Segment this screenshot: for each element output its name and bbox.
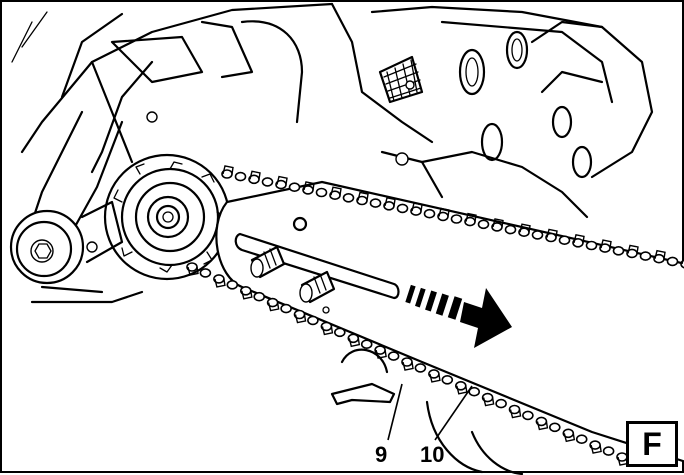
chain-cutter (600, 239, 612, 249)
bar-studs (250, 245, 336, 304)
chain-cutter (411, 202, 423, 212)
chain-cutter (519, 223, 531, 233)
chain-link (199, 268, 212, 278)
direction-arrow-icon (405, 284, 512, 348)
chain-link (280, 303, 292, 314)
chain-cutter (482, 397, 495, 407)
chain-link (558, 235, 571, 245)
chain-cutter (267, 302, 280, 312)
chain-cutter (573, 233, 585, 243)
leader-lines (387, 383, 473, 441)
chain-cutter (681, 255, 684, 265)
chain-link (342, 193, 355, 203)
chain-cutter (654, 249, 666, 259)
callout-10: 10 (420, 442, 445, 467)
chain-cutter (222, 165, 234, 175)
chain-link (504, 224, 517, 235)
chain-cutter (438, 207, 450, 217)
chain-link (450, 214, 463, 224)
chain-link (315, 187, 328, 198)
chain-link (441, 374, 454, 385)
chain-link (666, 256, 679, 267)
chain-cutter (465, 212, 477, 222)
chain-cutter (536, 421, 549, 431)
chain-cutter (509, 409, 522, 419)
chain-link (253, 291, 266, 302)
chain-link (360, 339, 373, 350)
chain-link (639, 251, 652, 261)
figure-letter-box: F (626, 421, 678, 467)
chain-cutter (321, 326, 334, 336)
chain-catcher (330, 348, 524, 475)
chain-cutter (590, 444, 602, 454)
chain-link (307, 315, 319, 326)
callout-9: 9 (375, 442, 388, 467)
chain-cutter (241, 290, 253, 300)
chain-cutter (357, 191, 369, 201)
chain-link (288, 182, 301, 192)
chain-cutter (348, 338, 361, 348)
engine-housing (11, 2, 654, 253)
chain-cutter (276, 175, 288, 185)
saw-chain (186, 165, 684, 466)
chain-cutter (492, 218, 504, 228)
chain-link (548, 422, 561, 433)
chain-cutter (294, 314, 307, 324)
chain-cutter (402, 361, 414, 371)
chain-link (602, 446, 615, 456)
chain-link (612, 246, 625, 256)
chain-cutter (249, 170, 261, 180)
chain-cutter (303, 181, 315, 191)
chain-link (575, 434, 588, 445)
chain-cutter (546, 228, 558, 238)
chain-cutter (187, 266, 199, 276)
chain-cutter (214, 278, 226, 288)
chain-link (531, 230, 544, 240)
drive-sprocket (103, 153, 231, 281)
chain-cutter (384, 196, 396, 206)
chain-cutter (330, 186, 342, 196)
chain-link (387, 351, 400, 361)
chain-link (468, 386, 481, 397)
chain-cutter (627, 244, 639, 254)
chain-link (261, 177, 274, 187)
guide-bar (215, 180, 684, 463)
chain-link (396, 203, 409, 214)
chain-link (495, 398, 507, 409)
chain-cutter (456, 385, 468, 395)
chain-cutter (429, 373, 441, 383)
chain-link (423, 208, 436, 219)
chain-link (477, 219, 490, 230)
chain-link (234, 171, 247, 182)
chain-link (585, 240, 598, 251)
chain-link (522, 410, 534, 421)
chain-cutter (563, 433, 576, 443)
vent-grille (378, 55, 424, 104)
figure-letter: F (642, 425, 662, 462)
chain-link (369, 198, 382, 208)
chain-tension-wheel (9, 200, 144, 304)
chain-link (414, 363, 427, 373)
chain-link (226, 279, 239, 290)
chain-link (333, 327, 346, 338)
